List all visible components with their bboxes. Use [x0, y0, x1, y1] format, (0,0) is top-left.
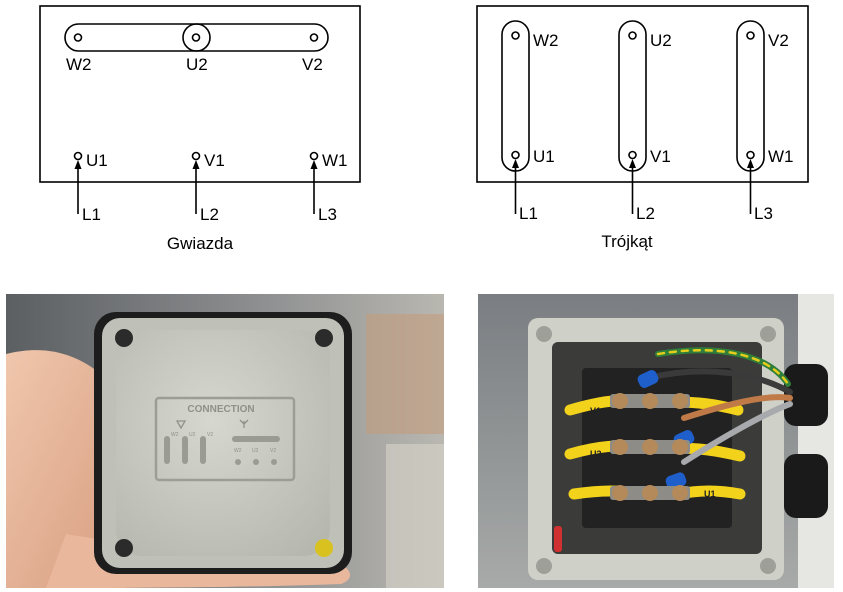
- star-label-top-2: V2: [302, 55, 323, 74]
- delta-link-w2-u1: [501, 20, 530, 172]
- star-line-label-0: L1: [82, 205, 101, 224]
- star-arrows: [74, 160, 318, 169]
- supply-wires: [645, 347, 793, 465]
- star-terminal-box: [39, 5, 361, 183]
- star-arrow-l1: [74, 160, 82, 169]
- star-label-bottom-0: U1: [86, 151, 108, 170]
- embossed-star-symbol: [239, 419, 249, 428]
- cover-screw-hole-tl: [115, 329, 133, 347]
- cover-screw-hole-tr: [315, 329, 333, 347]
- star-labels: W2 U2 V2 U1 V1 W1 L1 L2 L3: [66, 55, 348, 224]
- delta-stud-u2: [628, 31, 637, 40]
- embossed-studs: [235, 459, 277, 465]
- background-box: [366, 314, 444, 434]
- embossed-star-label-1: U2: [252, 448, 259, 454]
- delta-stud-v2: [746, 31, 755, 40]
- star-label-top-1: U2: [186, 55, 208, 74]
- star-stud-u1: [73, 151, 83, 161]
- delta-caption: Trójkąt: [601, 232, 653, 251]
- embossed-star-label-2: V2: [270, 448, 276, 454]
- delta-arrow-l2: [629, 159, 636, 168]
- delta-link-u2-v1: [618, 20, 647, 172]
- wire-label-2: U1: [704, 489, 716, 499]
- cover-photo: CONNECTION W2 U2 V2 W2 U2 V2: [6, 294, 444, 588]
- delta-label-top-0: W2: [533, 31, 559, 50]
- delta-line-label-2: L3: [754, 204, 773, 223]
- embossed-connection-text: CONNECTION: [187, 404, 254, 415]
- box-corner-screws: [536, 326, 776, 574]
- star-stud-u2: [191, 33, 201, 42]
- delta-diagram: [476, 5, 809, 214]
- delta-stud-u1: [511, 150, 520, 160]
- embossed-panel: [154, 396, 296, 482]
- embossed-delta-links: [164, 436, 206, 464]
- background-wall: [386, 444, 444, 588]
- star-label-bottom-2: W1: [322, 151, 348, 170]
- cable-gland-bottom: [784, 454, 828, 518]
- star-caption: Gwiazda: [167, 234, 234, 253]
- delta-stud-w2: [511, 31, 520, 40]
- embossed-delta-label-2: V2: [207, 432, 213, 438]
- box-photo-right-margin: [798, 294, 834, 588]
- terminal-box-photo: V1 U2 U1: [478, 294, 834, 588]
- red-wire-end: [554, 526, 562, 552]
- delta-labels: W2 U2 V2 U1 V1 W1 L1 L2 L3: [519, 31, 794, 223]
- embossed-delta-label-0: W2: [171, 432, 179, 438]
- diagrams-svg: W2 U2 V2 U1 V1 W1 L1 L2 L3 Gwiazda: [39, 5, 809, 253]
- star-stud-w2: [73, 33, 83, 42]
- delta-stud-v1: [628, 150, 637, 160]
- delta-label-top-1: U2: [650, 31, 672, 50]
- embossed-delta-labels: W2 U2 V2: [171, 432, 213, 438]
- embossed-star-link: [232, 436, 280, 442]
- star-link-u2-v2: [182, 23, 329, 52]
- wire-sleeve-labels: V1 U2 U1: [590, 406, 716, 499]
- embossed-delta-symbol: [175, 420, 187, 430]
- delta-label-bottom-0: U1: [533, 147, 555, 166]
- delta-link-v2-w1: [736, 20, 765, 172]
- delta-arrow-l3: [747, 159, 754, 168]
- delta-stud-w1: [746, 150, 755, 160]
- star-arrow-l2: [192, 160, 200, 169]
- delta-line-label-1: L2: [636, 204, 655, 223]
- terminal-box-photo-svg: V1 U2 U1: [478, 294, 834, 588]
- wire-label-0: V1: [590, 406, 601, 416]
- delta-arrow-l1: [512, 159, 519, 168]
- delta-label-bottom-1: V1: [650, 147, 671, 166]
- star-line-label-2: L3: [318, 205, 337, 224]
- wire-label-1: U2: [590, 449, 602, 459]
- star-stud-w1: [309, 151, 319, 161]
- delta-line-label-0: L1: [519, 204, 538, 223]
- star-label-bottom-1: V1: [204, 151, 225, 170]
- cable-gland-top: [784, 364, 828, 426]
- delta-arrows: [512, 159, 754, 168]
- terminal-studs: [610, 393, 690, 501]
- cover-screw-hole-bl: [115, 539, 133, 557]
- cover-face: [116, 330, 330, 556]
- delta-label-bottom-2: W1: [768, 147, 794, 166]
- star-line-label-1: L2: [200, 205, 219, 224]
- embossed-delta-label-1: U2: [189, 432, 196, 438]
- embossed-star-labels: W2 U2 V2: [234, 448, 276, 454]
- star-stud-v1: [191, 151, 201, 161]
- star-arrow-l3: [310, 160, 318, 169]
- cover-screw-hole-br: [315, 539, 333, 557]
- embossed-star-label-0: W2: [234, 448, 242, 454]
- cover-photo-svg: CONNECTION W2 U2 V2 W2 U2 V2: [6, 294, 444, 588]
- delta-terminal-box: [476, 5, 809, 183]
- delta-label-top-2: V2: [768, 31, 789, 50]
- star-label-top-0: W2: [66, 55, 92, 74]
- star-stud-v2: [309, 33, 319, 42]
- star-link-w2-u2: [64, 23, 211, 52]
- star-diagram: [39, 5, 361, 214]
